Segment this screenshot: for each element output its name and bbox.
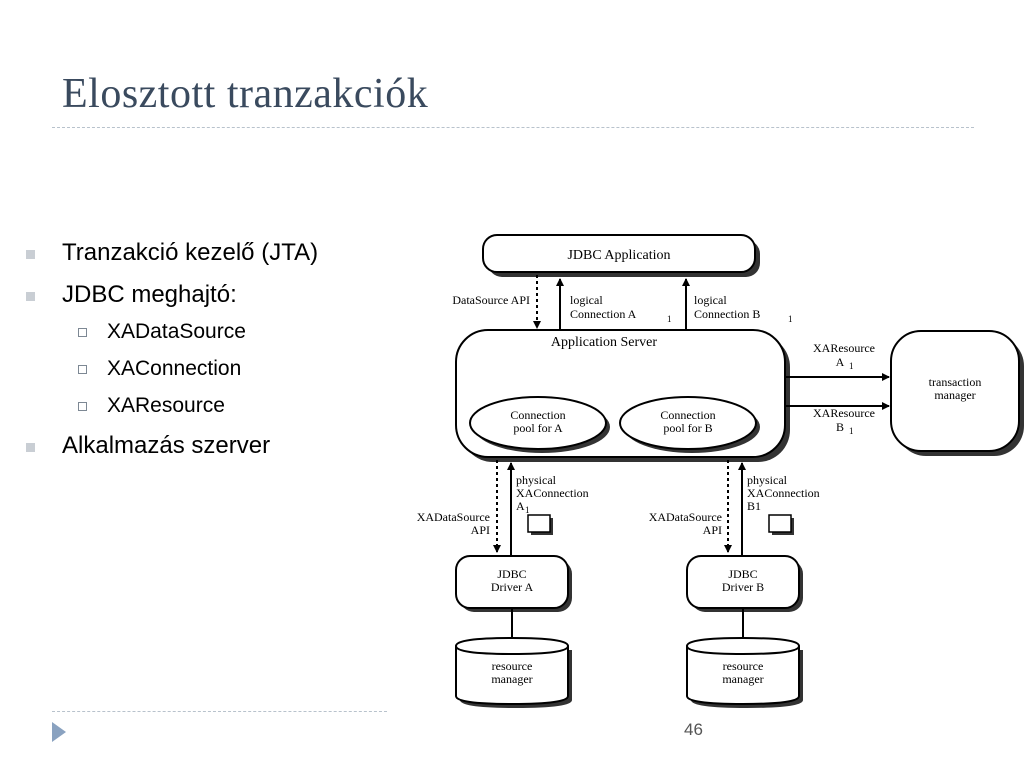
logical-label-b: logical — [694, 293, 727, 307]
xadatasource-label-a: XADataSource — [417, 510, 490, 524]
bullet-item: Tranzakció kezelő (JTA) — [62, 239, 319, 266]
connection-a-label: Connection A — [570, 307, 637, 321]
bullet-marker — [26, 443, 35, 452]
xadatasource-label-b: XADataSource — [649, 510, 722, 524]
transaction-manager-label: transaction — [929, 375, 982, 389]
sub-bullet-marker — [78, 365, 87, 374]
sub-bullet-marker — [78, 328, 87, 337]
pool-b-label: Connection — [660, 408, 715, 422]
pool-b-label: pool for B — [663, 421, 712, 435]
transaction-manager-box: transaction manager — [890, 330, 1024, 456]
slide-title: Elosztott tranzakciók — [62, 71, 429, 117]
resource-manager-a-label: manager — [491, 672, 532, 686]
resource-manager-b-label: manager — [722, 672, 763, 686]
bullet-item: Alkalmazás szerver — [62, 432, 271, 459]
resource-manager-b: resource manager — [686, 636, 803, 708]
subscript-label: 1 — [525, 505, 530, 515]
pool-a-label: pool for A — [513, 421, 563, 435]
page-number: 46 — [684, 720, 703, 739]
jdbc-driver-a-label: Driver A — [491, 580, 534, 594]
physical-label-a: physical — [516, 473, 557, 487]
jdbc-driver-a-box: JDBC Driver A — [455, 555, 572, 612]
title-divider — [52, 127, 974, 128]
jdbc-application-label: JDBC Application — [567, 248, 670, 263]
xaresource-b-letter: B — [836, 420, 844, 434]
subscript-label: 1 — [788, 314, 793, 324]
physical-b-letter: B1 — [747, 499, 761, 513]
jdbc-driver-b-label: Driver B — [722, 580, 764, 594]
resource-icon — [527, 514, 551, 533]
bullet-marker — [26, 292, 35, 301]
resource-icon — [768, 514, 792, 533]
jdbc-driver-b-label: JDBC — [728, 567, 757, 581]
sub-bullet-marker — [78, 402, 87, 411]
jdbc-application-box: JDBC Application — [482, 234, 760, 277]
resource-manager-a: resource manager — [455, 636, 572, 708]
application-server-label: Application Server — [551, 335, 657, 350]
xaresource-a-label: XAResource — [813, 341, 875, 355]
xaconnection-label-b: XAConnection — [747, 486, 820, 500]
sub-bullet-item: XAResource — [107, 394, 225, 417]
subscript-label: 1 — [849, 361, 854, 371]
datasource-api-label: DataSource API — [452, 293, 530, 307]
connection-b-label: Connection B — [694, 307, 760, 321]
xaresource-b-label: XAResource — [813, 406, 875, 420]
footer-divider — [52, 711, 387, 712]
resource-manager-a-label: resource — [492, 659, 533, 673]
bullet-marker — [26, 250, 35, 259]
xaconnection-label-a: XAConnection — [516, 486, 589, 500]
pool-a-label: Connection — [510, 408, 565, 422]
api-label-a: API — [471, 523, 490, 537]
subscript-label: 1 — [667, 314, 672, 324]
subscript-label: 1 — [849, 426, 854, 436]
physical-a-letter: A — [516, 499, 525, 513]
jdbc-driver-a-label: JDBC — [497, 567, 526, 581]
api-label-b: API — [703, 523, 722, 537]
sub-bullet-item: XAConnection — [107, 357, 242, 380]
bullet-item: JDBC meghajtó: — [62, 281, 237, 308]
next-slide-arrow-icon[interactable] — [52, 722, 66, 742]
resource-manager-b-label: resource — [723, 659, 764, 673]
xaresource-a-letter: A — [836, 355, 845, 369]
connection-pool-b: Connection pool for B — [619, 396, 760, 453]
connection-pool-a: Connection pool for A — [469, 396, 610, 453]
transaction-manager-label: manager — [934, 388, 975, 402]
jdbc-driver-b-box: JDBC Driver B — [686, 555, 803, 612]
sub-bullet-item: XADataSource — [107, 320, 246, 343]
physical-label-b: physical — [747, 473, 788, 487]
logical-label-a: logical — [570, 293, 603, 307]
